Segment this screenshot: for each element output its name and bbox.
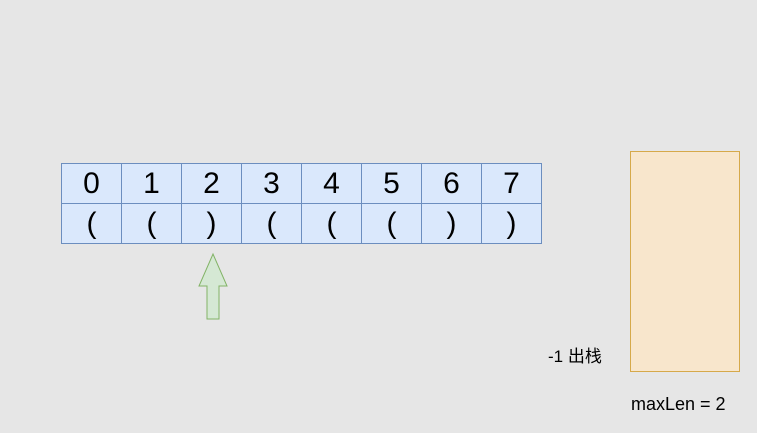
- char-cell: (: [361, 203, 422, 244]
- max-length-label: maxLen = 2: [631, 394, 726, 414]
- index-cell: 1: [121, 163, 182, 204]
- up-arrow-icon: [198, 252, 228, 320]
- index-cell: 5: [361, 163, 422, 204]
- pointer-arrow-shape: [198, 252, 228, 320]
- index-cell: 2: [181, 163, 242, 204]
- index-cell: 0: [61, 163, 122, 204]
- stack-container: [630, 151, 740, 372]
- char-cell: ): [421, 203, 482, 244]
- char-cell: (: [301, 203, 362, 244]
- index-cell: 7: [481, 163, 542, 204]
- index-cell: 6: [421, 163, 482, 204]
- string-array-grid: 0 1 2 3 4 5 6 7 ( ( ) ( ( ( ) ): [61, 163, 542, 244]
- char-cell: (: [121, 203, 182, 244]
- char-cell: ): [181, 203, 242, 244]
- index-cell: 3: [241, 163, 302, 204]
- index-cell: 4: [301, 163, 362, 204]
- char-cell: ): [481, 203, 542, 244]
- char-cell: (: [61, 203, 122, 244]
- char-cell: (: [241, 203, 302, 244]
- stack-pop-label: -1 出栈: [548, 347, 602, 366]
